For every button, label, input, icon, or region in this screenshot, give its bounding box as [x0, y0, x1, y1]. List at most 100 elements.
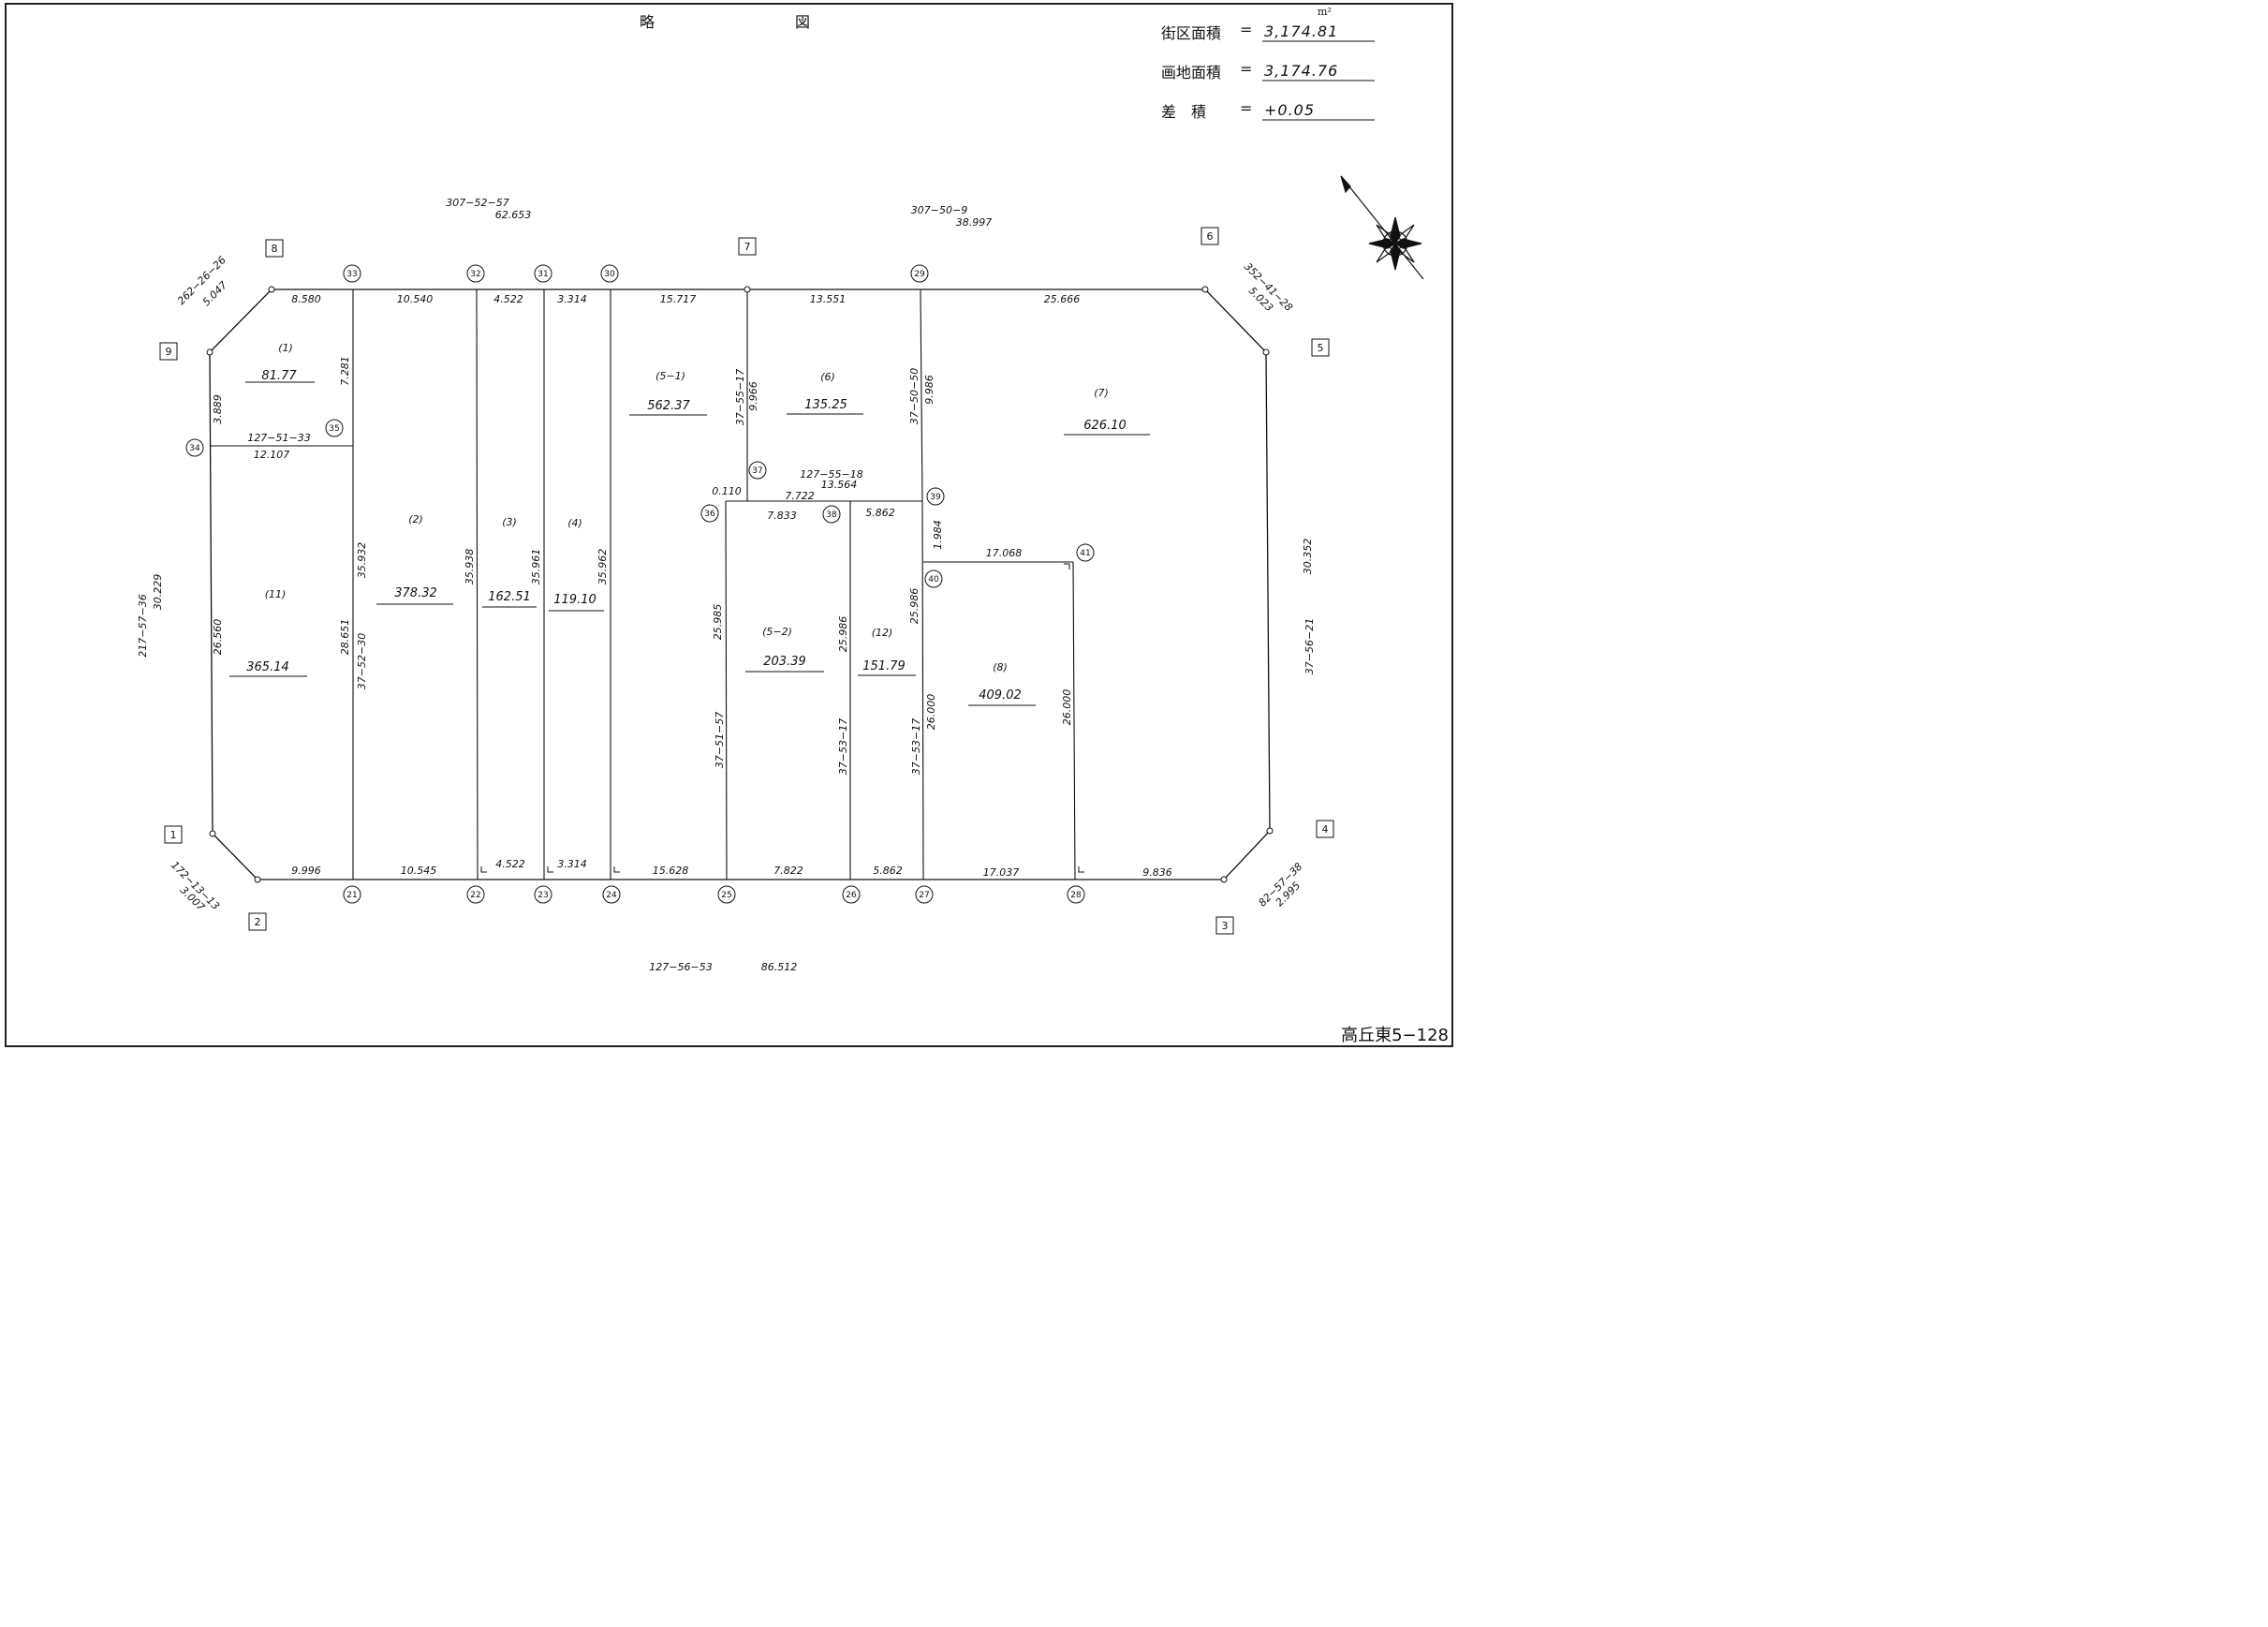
area-row-parcels: 画地面積 = 3,174.76	[1157, 60, 1382, 84]
svg-text:3: 3	[1222, 920, 1229, 932]
svg-text:3.889: 3.889	[212, 394, 224, 424]
area-row-block: 街区面積 = 3,174.81	[1157, 21, 1382, 45]
lot-number: (6)	[820, 371, 835, 383]
svg-text:13.551: 13.551	[810, 293, 847, 305]
lot-area: 135.25	[804, 398, 847, 412]
svg-text:37−52−30: 37−52−30	[356, 633, 368, 689]
svg-text:21: 21	[346, 891, 357, 900]
point-22: 22	[466, 885, 485, 904]
svg-text:37−55−17: 37−55−17	[734, 369, 746, 425]
point-30: 30	[600, 264, 619, 283]
lot-area: 119.10	[553, 593, 596, 607]
corner-box-3: 3	[1215, 916, 1234, 935]
svg-text:8: 8	[272, 243, 278, 255]
area-underlines	[1262, 40, 1375, 121]
lot-number: (1)	[278, 342, 293, 354]
right-angle-marks	[480, 563, 1084, 873]
svg-text:307−52−57: 307−52−57	[446, 197, 508, 209]
svg-text:7.822: 7.822	[773, 865, 803, 877]
svg-text:37−51−57: 37−51−57	[714, 712, 726, 768]
point-41: 41	[1076, 543, 1095, 562]
svg-text:37: 37	[752, 466, 762, 476]
point-31: 31	[534, 264, 552, 283]
lot-number: (5−1)	[655, 370, 685, 382]
lot-area: 409.02	[979, 688, 1022, 703]
svg-text:2: 2	[255, 916, 261, 928]
bearings: 307−52−57 62.653 307−50−9 38.997 127−56−…	[137, 197, 1316, 973]
vertex-dots	[206, 286, 1274, 883]
svg-text:10.540: 10.540	[397, 293, 434, 305]
svg-text:86.512: 86.512	[761, 961, 798, 973]
svg-text:3.314: 3.314	[557, 858, 587, 870]
point-38: 38	[822, 505, 841, 524]
svg-text:28: 28	[1070, 891, 1082, 900]
svg-text:15.628: 15.628	[653, 865, 689, 877]
corner-box-2: 2	[248, 912, 267, 931]
svg-text:12.107: 12.107	[254, 449, 290, 461]
lot-number: (5−2)	[762, 626, 792, 638]
svg-text:4.522: 4.522	[493, 293, 523, 305]
svg-text:7.833: 7.833	[767, 510, 797, 522]
area-value: +0.05	[1264, 101, 1316, 119]
area-value: 3,174.81	[1264, 22, 1339, 40]
svg-text:35: 35	[329, 424, 339, 434]
svg-text:36: 36	[704, 510, 715, 519]
svg-text:38.997: 38.997	[956, 216, 993, 229]
svg-text:37−50−50: 37−50−50	[908, 368, 920, 424]
svg-text:25.986: 25.986	[837, 616, 849, 653]
svg-text:23: 23	[538, 891, 548, 900]
svg-text:17.037: 17.037	[983, 866, 1020, 879]
bottom-dimensions: 9.996 10.545 4.522 3.314 15.628 7.822 5.…	[291, 858, 1172, 879]
svg-text:15.717: 15.717	[660, 293, 697, 305]
svg-text:25: 25	[721, 891, 731, 900]
svg-text:25.666: 25.666	[1044, 293, 1081, 305]
point-25: 25	[717, 885, 736, 904]
lot-area: 562.37	[647, 399, 690, 413]
svg-text:1: 1	[170, 829, 177, 841]
corner-box-4: 4	[1316, 820, 1334, 838]
svg-text:30.352: 30.352	[1302, 539, 1314, 575]
svg-text:25.985: 25.985	[712, 604, 724, 641]
point-37: 37	[748, 461, 767, 480]
svg-text:5.862: 5.862	[865, 507, 895, 519]
point-29: 29	[910, 264, 929, 283]
svg-text:34: 34	[189, 444, 200, 453]
lot-number: (12)	[872, 627, 893, 639]
svg-text:0.110: 0.110	[712, 485, 742, 497]
north-arrow-icon	[1340, 175, 1424, 280]
point-32: 32	[466, 264, 485, 283]
lot-area: 365.14	[246, 660, 289, 674]
svg-text:6: 6	[1207, 230, 1214, 243]
sheet-identifier: 高丘東5−128	[1341, 1026, 1449, 1045]
svg-text:307−50−9: 307−50−9	[911, 204, 967, 216]
svg-text:127−55−18: 127−55−18	[800, 468, 862, 481]
svg-text:30: 30	[604, 270, 615, 279]
svg-text:26.560: 26.560	[212, 619, 224, 656]
svg-text:7.281: 7.281	[339, 356, 351, 386]
svg-text:26.000: 26.000	[925, 694, 937, 731]
svg-text:8.580: 8.580	[291, 293, 321, 305]
svg-text:37−56−21: 37−56−21	[1303, 618, 1316, 674]
svg-text:9.986: 9.986	[923, 375, 935, 405]
drawing-frame	[5, 3, 1453, 1047]
corner-box-5: 5	[1311, 338, 1330, 357]
svg-text:32: 32	[470, 270, 480, 279]
svg-text:4: 4	[1322, 823, 1329, 836]
svg-text:38: 38	[826, 510, 837, 520]
svg-text:62.653: 62.653	[495, 209, 532, 221]
area-label: 画地面積	[1161, 64, 1222, 81]
svg-text:27: 27	[919, 891, 929, 900]
point-23: 23	[534, 885, 552, 904]
svg-text:41: 41	[1080, 549, 1090, 558]
svg-text:13.564: 13.564	[821, 479, 858, 491]
lot-area: 151.79	[862, 659, 906, 673]
svg-text:127−56−53: 127−56−53	[649, 961, 712, 973]
point-21: 21	[343, 885, 361, 904]
svg-text:26.000: 26.000	[1061, 689, 1073, 726]
area-label: 街区面積	[1161, 24, 1222, 42]
survey-plat: 21 22 23 24 25 26 27 28 29 30 31 32 33 3…	[137, 40, 1424, 973]
point-markers: 21 22 23 24 25 26 27 28 29 30 31 32 33 3…	[185, 264, 1095, 904]
corner-box-7: 7	[738, 237, 757, 256]
svg-text:24: 24	[606, 891, 617, 900]
equals-sign: =	[1240, 21, 1253, 38]
